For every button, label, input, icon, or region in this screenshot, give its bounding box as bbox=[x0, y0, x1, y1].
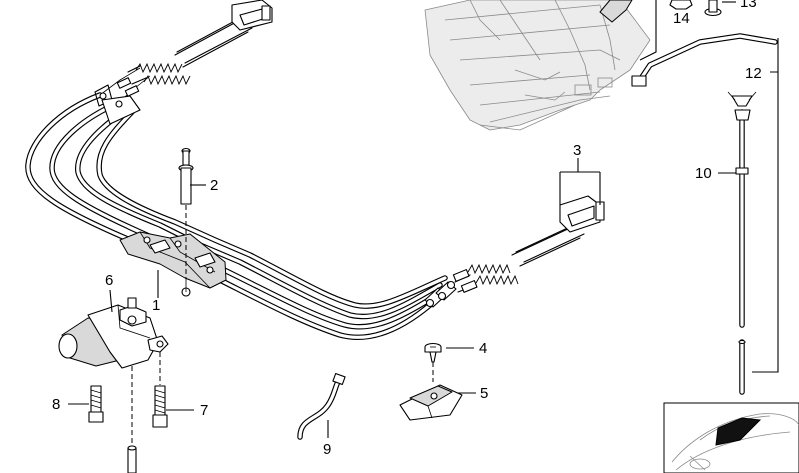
spring-upper-b bbox=[124, 74, 191, 97]
leader-lines bbox=[68, 0, 779, 438]
label-part-7: 7 bbox=[200, 402, 208, 419]
vehicle-thumbnail bbox=[663, 402, 799, 473]
hose bbox=[297, 372, 346, 440]
label-part-8: 8 bbox=[52, 396, 60, 413]
label-part-3: 3 bbox=[573, 142, 581, 159]
label-part-1: 1 bbox=[152, 297, 160, 314]
motor bbox=[58, 297, 169, 445]
bolt-7 bbox=[152, 385, 168, 428]
drain-hose bbox=[631, 33, 778, 395]
label-part-12: 12 bbox=[745, 65, 762, 82]
label-part-5: 5 bbox=[480, 385, 488, 402]
bolt-8 bbox=[88, 385, 104, 423]
label-part-14: 14 bbox=[673, 10, 690, 27]
label-part-9: 9 bbox=[323, 441, 331, 458]
screw bbox=[424, 342, 442, 382]
label-part-6: 6 bbox=[105, 272, 113, 289]
clip-13 bbox=[704, 0, 722, 17]
spring-upper-a bbox=[116, 62, 183, 89]
label-part-4: 4 bbox=[479, 340, 487, 357]
roof-frame-illustration bbox=[424, 0, 651, 131]
seal-strip bbox=[599, 0, 633, 23]
label-part-10: 10 bbox=[695, 165, 712, 182]
part-labels: 1 2 3 4 5 6 7 8 9 10 12 13 14 bbox=[52, 0, 762, 458]
grommet-14 bbox=[669, 0, 693, 10]
spring-right-a bbox=[452, 263, 511, 282]
cable-assembly bbox=[25, 0, 605, 341]
clip-plate bbox=[399, 384, 463, 421]
rivet bbox=[178, 147, 194, 278]
label-part-2: 2 bbox=[210, 177, 218, 194]
spring-right-b bbox=[460, 274, 519, 293]
label-part-13: 13 bbox=[740, 0, 757, 11]
guide-pin bbox=[127, 445, 137, 473]
